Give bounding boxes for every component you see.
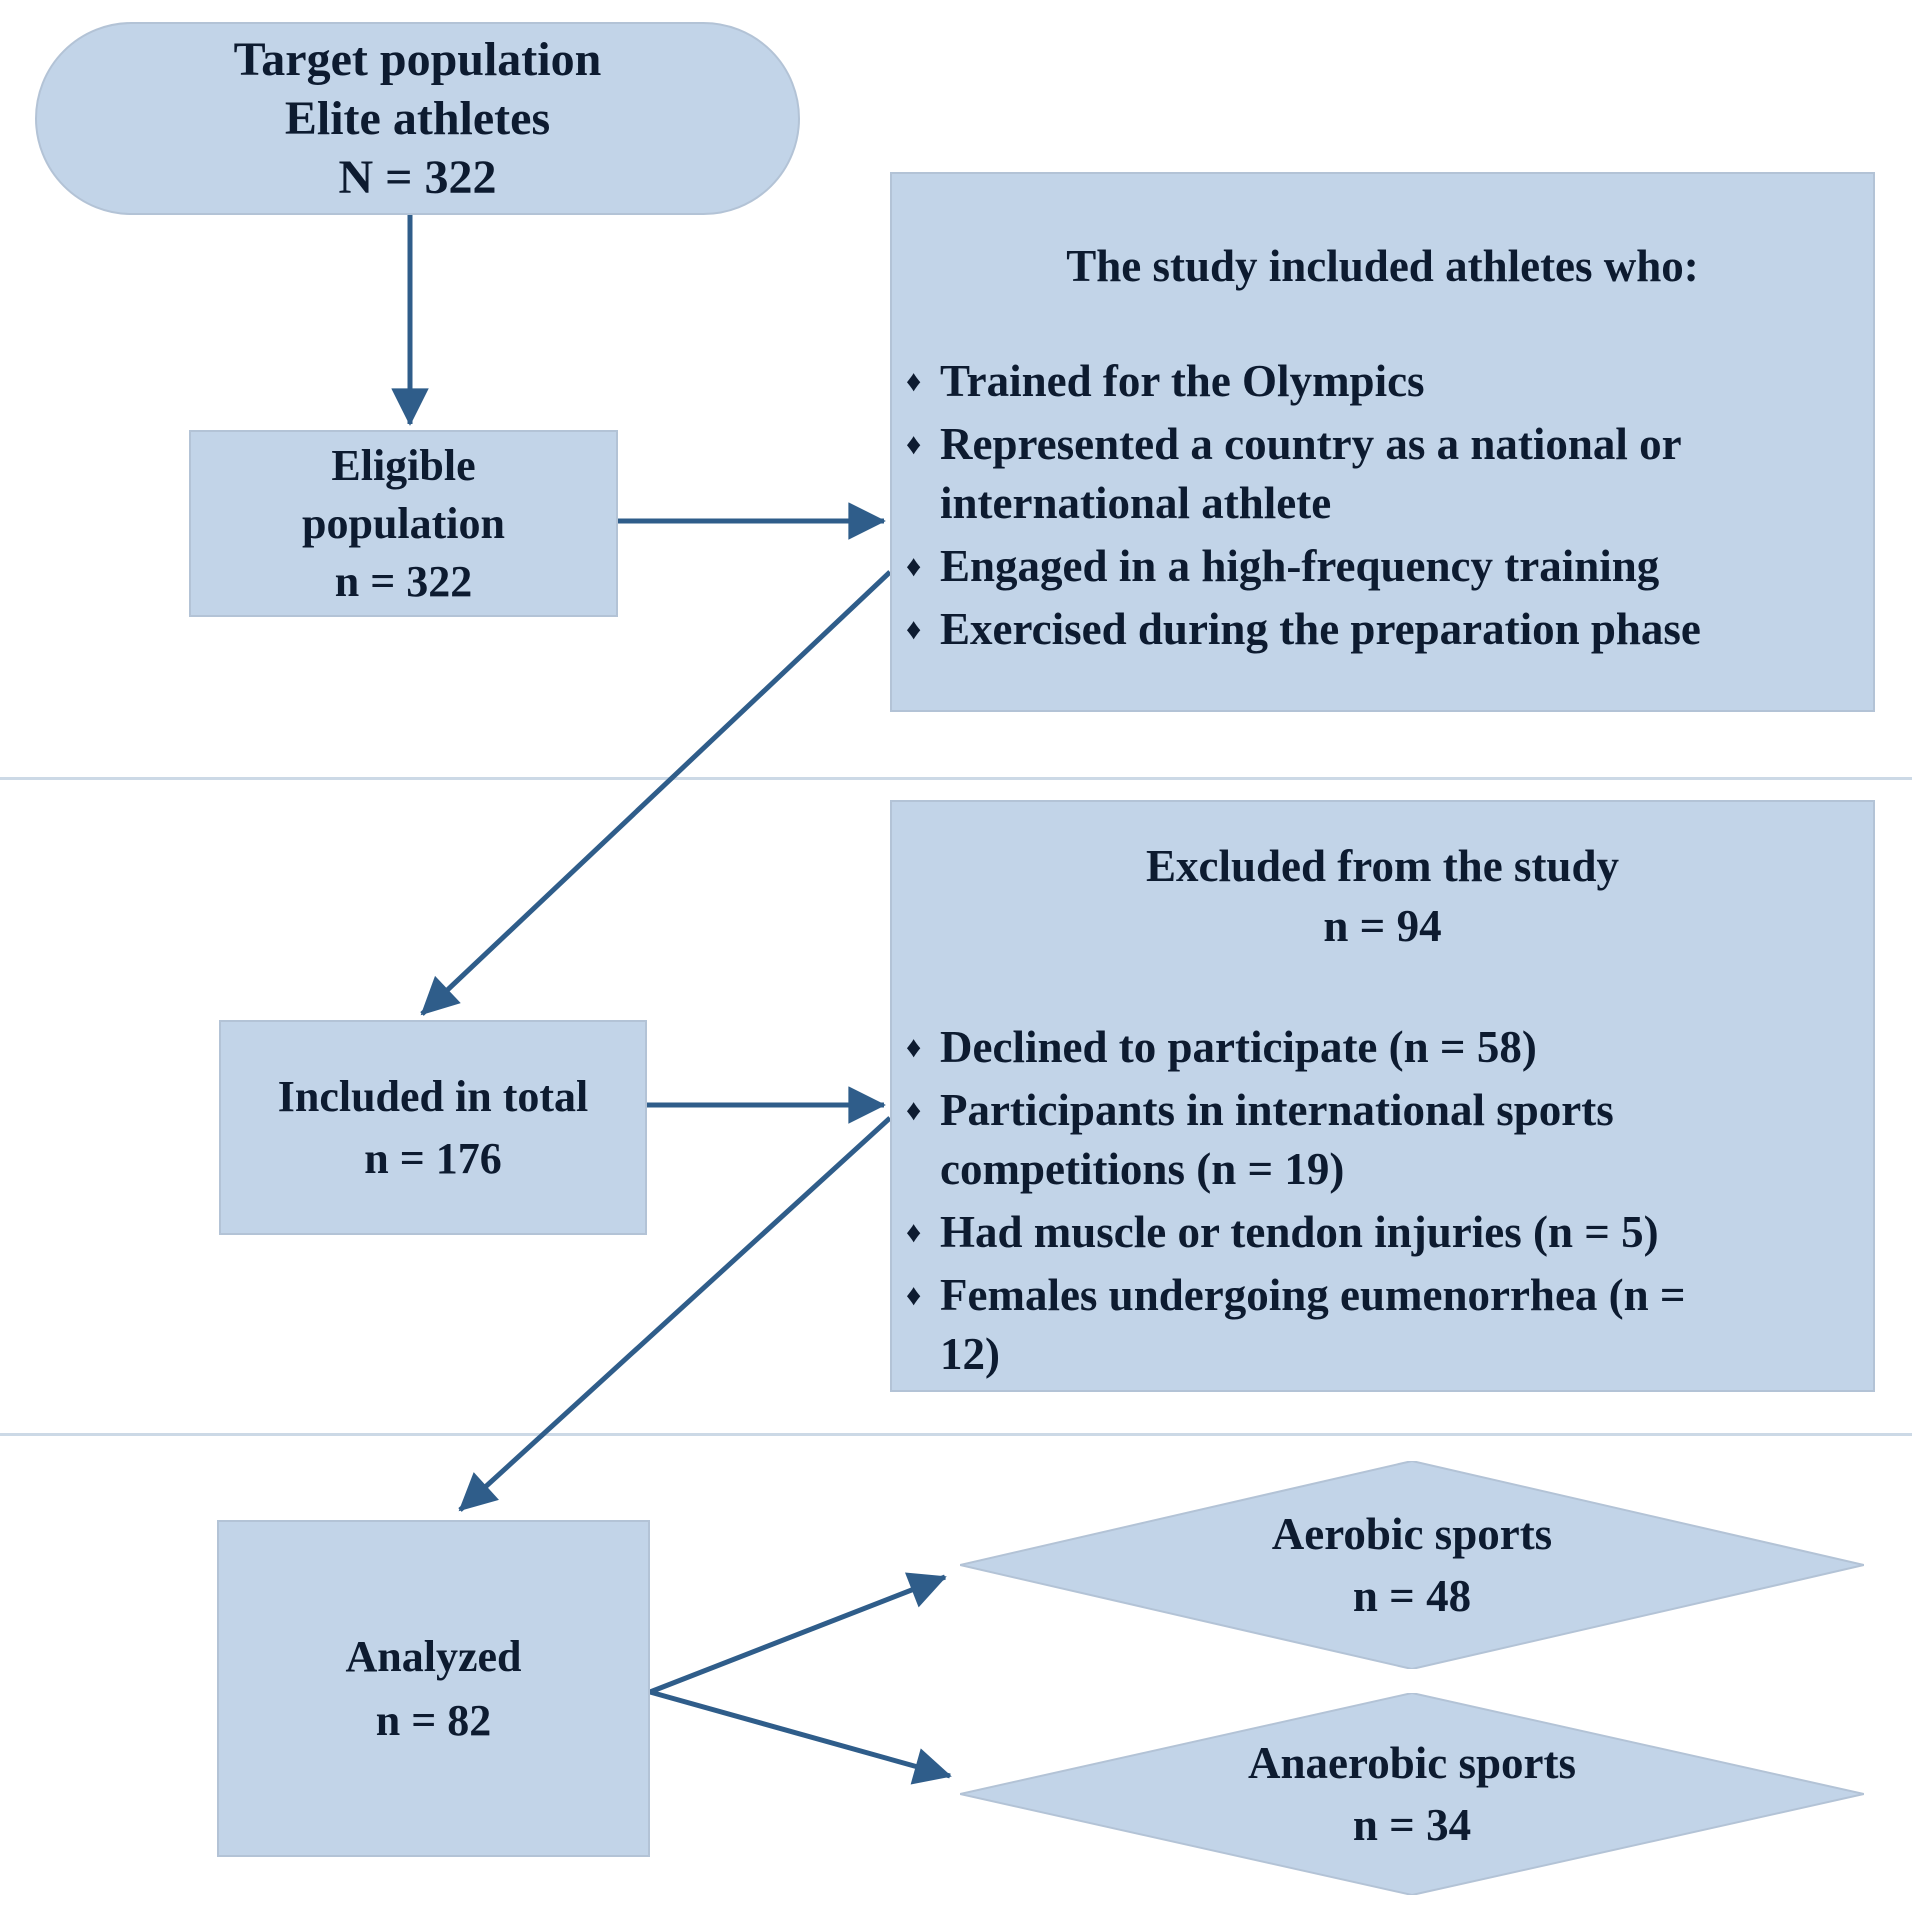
list-item: ♦ Females undergoing eumenorrhea (n = 12… [906,1266,1847,1384]
diamond-bullet-icon: ♦ [906,1094,922,1127]
node-line: Aerobic sports [1271,1509,1553,1559]
excluded-panel: Excluded from the study n = 94 ♦ Decline… [890,800,1875,1392]
included-total-node: Included in total n = 176 [219,1020,647,1235]
analyzed-node: Analyzed n = 82 [217,1520,650,1857]
node-line: n = 176 [364,1133,502,1183]
diamond-bullet-icon: ♦ [906,1031,922,1064]
node-line: Target population [233,33,602,86]
section-divider-1 [0,777,1912,780]
anaerobic-sports-diamond: Anaerobic sports n = 34 [960,1693,1864,1895]
aerobic-sports-diamond: Aerobic sports n = 48 [960,1461,1864,1669]
list-item: ♦ Declined to participate (n = 58) [906,1018,1847,1077]
node-line: population [302,498,505,548]
eligible-population-node: Eligible population n = 322 [189,430,618,617]
excluded-panel-count: n = 94 [1323,901,1442,951]
arrow-analyzed-to-anaerobic [649,1689,952,1785]
inclusion-bullet-list: ♦ Trained for the Olympics ♦ Represented… [892,352,1873,659]
list-item: ♦ Exercised during the preparation phase [906,600,1847,659]
list-item: ♦ Had muscle or tendon injuries (n = 5) [906,1203,1847,1262]
list-item-text: Engaged in a high-frequency training [940,541,1660,591]
list-item: ♦ Engaged in a high-frequency training [906,537,1847,596]
diamond-bullet-icon: ♦ [906,428,922,461]
node-line: n = 322 [334,556,473,606]
arrow-analyzed-to-aerobic [649,1572,947,1695]
diamond-label: Aerobic sports n = 48 [960,1461,1864,1669]
diamond-bullet-icon: ♦ [906,613,922,646]
node-line: n = 48 [1352,1571,1472,1621]
list-item: ♦ Participants in international sports c… [906,1081,1847,1199]
list-item: ♦ Represented a country as a national or… [906,415,1847,533]
node-line: n = 34 [1352,1800,1472,1850]
diamond-bullet-icon: ♦ [906,1279,922,1312]
list-item-text: Trained for the Olympics [940,356,1425,406]
node-line: Included in total [277,1071,589,1121]
excluded-bullet-list: ♦ Declined to participate (n = 58) ♦ Par… [892,1018,1873,1384]
excluded-panel-title: Excluded from the study [1146,841,1619,891]
node-line: Elite athletes [284,92,551,145]
arrow-inclusion-to-included [420,570,892,1016]
list-item-text: Declined to participate (n = 58) [940,1022,1537,1072]
target-population-node: Target population Elite athletes N = 322 [35,22,800,215]
diamond-shape [960,1693,1864,1895]
node-line: n = 82 [375,1695,492,1745]
node-line: Analyzed [345,1631,522,1681]
node-line: N = 322 [338,151,497,204]
diamond-bullet-icon: ♦ [906,365,922,398]
inclusion-criteria-panel: The study included athletes who: ♦ Train… [890,172,1875,712]
inclusion-panel-title: The study included athletes who: [1066,241,1699,291]
list-item-text: Exercised during the preparation phase [940,604,1701,654]
node-line: Anaerobic sports [1248,1738,1576,1788]
list-item: ♦ Trained for the Olympics [906,352,1847,411]
diamond-label: Anaerobic sports n = 34 [960,1693,1864,1895]
diamond-bullet-icon: ♦ [906,1216,922,1249]
diamond-shape [960,1461,1864,1669]
list-item-text: Had muscle or tendon injuries (n = 5) [940,1207,1659,1257]
arrow-exclusion-to-analyzed [458,1116,892,1512]
list-item-text: Females undergoing eumenorrhea (n = 12) [940,1270,1686,1379]
diamond-bullet-icon: ♦ [906,550,922,583]
node-line: Eligible [331,440,476,490]
list-item-text: Participants in international sports com… [940,1085,1614,1194]
section-divider-2 [0,1433,1912,1436]
list-item-text: Represented a country as a national or i… [940,419,1682,528]
